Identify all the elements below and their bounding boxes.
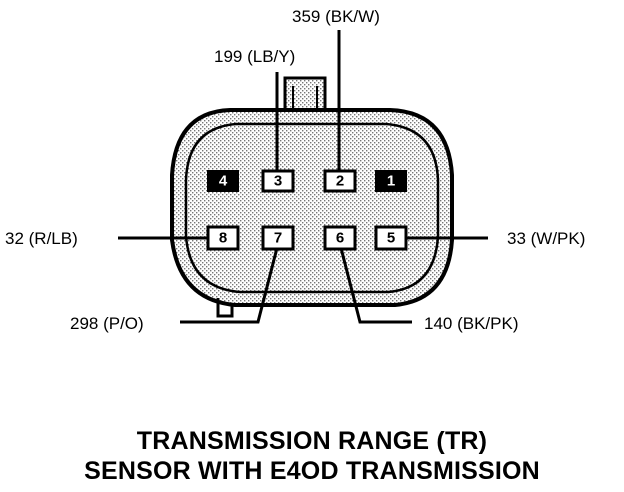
pin-5-number: 5: [387, 230, 395, 247]
diagram-caption-line-1: TRANSMISSION RANGE (TR): [136, 427, 488, 455]
pin-2-box: [323, 169, 357, 193]
pin-4-number: 4: [219, 173, 228, 190]
connector-diagram: 4 3 2 1 8 7 6 5 359 (BK/W) 199 (LB/Y) 32…: [5, 7, 585, 333]
wire-label-298: 298 (P/O): [70, 314, 144, 333]
pin-8-number: 8: [219, 230, 227, 247]
wire-lines: [118, 30, 488, 324]
wire-label-199: 199 (LB/Y): [214, 47, 295, 66]
connector-housing-inner: [184, 122, 440, 294]
diagram-caption-line-2: SENSOR WITH E4OD TRANSMISSION: [84, 457, 540, 485]
pin-4: 4: [207, 170, 239, 192]
pin-2-number: 2: [336, 173, 344, 190]
pin-1-box: [375, 170, 407, 192]
pin-6-box: [323, 225, 357, 251]
wire-140: [339, 247, 412, 324]
pin-8-box: [206, 225, 240, 251]
pin-6: 6: [323, 225, 357, 251]
pin-6-number: 6: [336, 230, 344, 247]
pin-3-number: 3: [274, 173, 282, 190]
pin-7: 7: [261, 225, 295, 251]
wire-label-140: 140 (BK/PK): [424, 314, 519, 333]
wire-label-33: 33 (W/PK): [507, 229, 585, 248]
pin-7-box: [261, 225, 295, 251]
pin-3: 3: [261, 169, 295, 193]
connector-key: [216, 298, 234, 318]
wire-label-359: 359 (BK/W): [292, 7, 380, 26]
wire-298: [180, 247, 279, 324]
pin-5-box: [374, 225, 408, 251]
pin-2: 2: [323, 169, 357, 193]
pin-8: 8: [206, 225, 240, 251]
pin-7-number: 7: [274, 230, 282, 247]
pin-3-box: [261, 169, 295, 193]
pin-1-number: 1: [387, 173, 395, 190]
pin-5: 5: [374, 225, 408, 251]
wire-label-32: 32 (R/LB): [5, 229, 78, 248]
pin-1: 1: [375, 170, 407, 192]
pin-4-box: [207, 170, 239, 192]
